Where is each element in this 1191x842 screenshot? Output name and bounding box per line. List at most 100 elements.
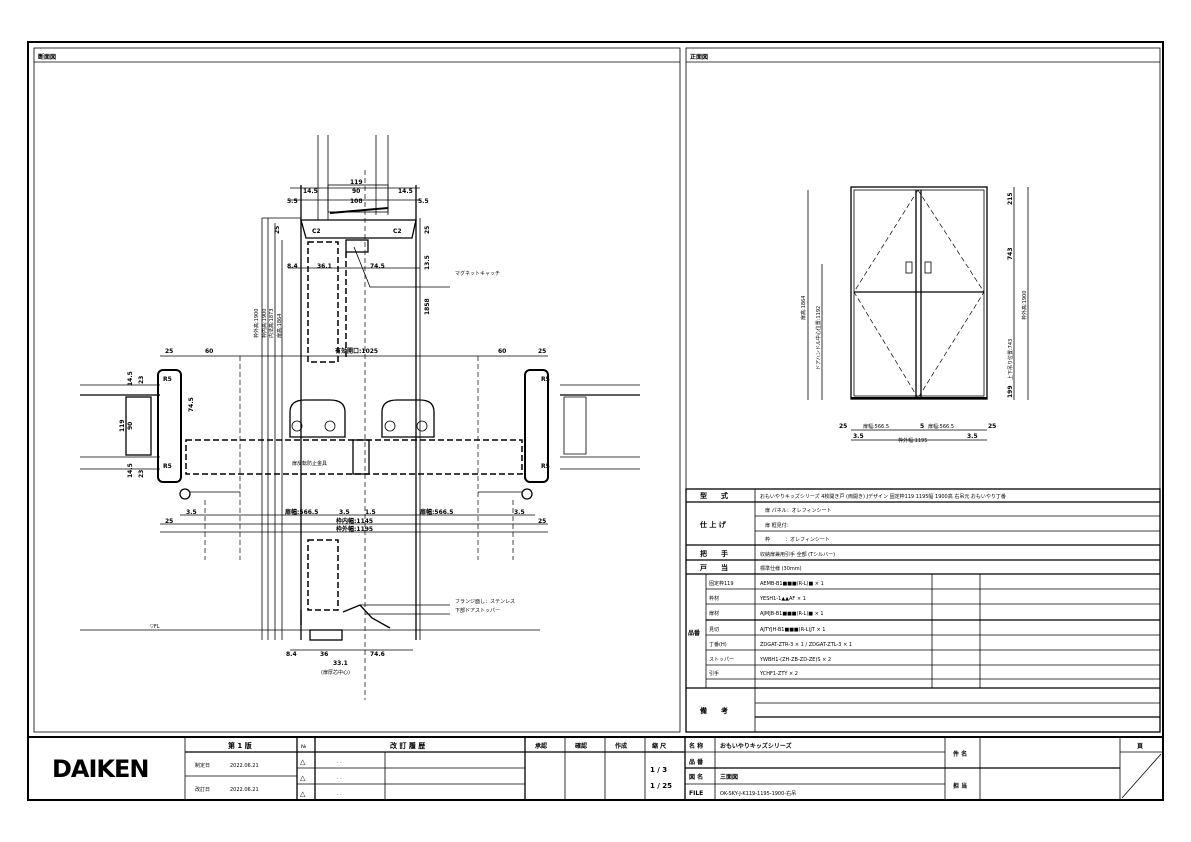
dim-label: 1.5 bbox=[365, 509, 376, 516]
dim-label: 14.5 bbox=[303, 188, 318, 195]
dim-label: 25 bbox=[839, 423, 847, 430]
dim-label: 74.6 bbox=[370, 651, 385, 658]
revision-mark-icon: △ bbox=[300, 774, 306, 782]
dim-label: 14.5 bbox=[127, 371, 134, 386]
handle-right-icon bbox=[924, 261, 932, 274]
page-label: 頁 bbox=[1137, 742, 1143, 750]
dim-label: 14.5 bbox=[398, 188, 413, 195]
revised-label: 改訂日 bbox=[195, 786, 210, 793]
section-panel bbox=[33, 47, 681, 733]
make-label: 作成 bbox=[615, 742, 627, 750]
dim-label: 119 bbox=[350, 179, 363, 186]
scale-value: 1 / 3 bbox=[650, 766, 667, 774]
dim-label: 60 bbox=[205, 348, 213, 355]
part-code: AEMB-B1■■■(R-L)■ × 1 bbox=[760, 581, 824, 587]
part-name: 丁番(H) bbox=[709, 641, 727, 648]
dim-label: 23 bbox=[138, 470, 145, 478]
dim-label: 25 bbox=[988, 423, 996, 430]
part-name: 扉材 bbox=[709, 610, 719, 617]
drawing-name-label: 図 名 bbox=[689, 773, 703, 781]
dim-label: 5 bbox=[920, 423, 924, 430]
edition-label: 第 1 版 bbox=[228, 741, 252, 750]
created-date: 2022.06.21 bbox=[230, 763, 259, 769]
dim-label: R5 bbox=[541, 463, 550, 470]
dim-label: 5.5 bbox=[287, 198, 298, 205]
dim-label: 上下吊り位置:743 bbox=[1007, 339, 1014, 380]
dim-label: 3.5 bbox=[186, 509, 197, 516]
revision-mark-icon: △ bbox=[300, 790, 306, 798]
dim-label: 90 bbox=[352, 188, 360, 195]
part-name: 引手 bbox=[709, 670, 719, 677]
finish-row: 扉 框見付： bbox=[765, 522, 792, 529]
dim-label: C2 bbox=[393, 228, 402, 235]
dim-label: 3.5 bbox=[339, 509, 350, 516]
dim-label: 枠外高:1900 bbox=[253, 309, 260, 338]
approve-label: 承認 bbox=[535, 742, 547, 750]
section-panel-title: 断面図 bbox=[38, 53, 56, 61]
dim-label: 3.5 bbox=[853, 433, 864, 440]
dim-label: 枠内高:1900 bbox=[261, 309, 268, 338]
part-name: 枠材 bbox=[709, 595, 719, 602]
revision-date: . . bbox=[337, 791, 342, 797]
part-code: ZDGAT-ZTR-3 × 1 / ZDGAT-ZTL-3 × 1 bbox=[760, 642, 852, 648]
floor-level-label: ▽FL bbox=[150, 624, 160, 630]
dim-label: 3.5 bbox=[967, 433, 978, 440]
dim-label: 枠内幅:1145 bbox=[336, 517, 373, 525]
dim-label: 25 bbox=[165, 518, 173, 525]
section-drawing: 119 14.5 90 14.5 5.5 108 5.5 C2 C2 8.4 3… bbox=[80, 135, 640, 700]
handle-right bbox=[381, 399, 435, 438]
dim-label: 215 bbox=[1007, 192, 1014, 205]
file-label: FILE bbox=[689, 790, 703, 797]
dim-label: R5 bbox=[163, 463, 172, 470]
dim-label: 108 bbox=[350, 198, 363, 205]
dim-label: 扉高:1864 bbox=[800, 296, 807, 320]
front-elevation-drawing: 扉高:1864 ドアハンドル中心位置:1192 215 743 枠外高:1900… bbox=[800, 186, 1029, 444]
dim-label: 8.4 bbox=[286, 651, 297, 658]
dim-label: 扉高:1864 bbox=[276, 314, 283, 338]
dim-label: 74.5 bbox=[370, 263, 385, 270]
dim-label: 枠外高:1900 bbox=[1021, 291, 1028, 320]
stopper-label: 下部ドアストッパー bbox=[455, 607, 500, 614]
finish-row: 扉 パネル：オレフィンシート bbox=[765, 507, 832, 514]
dim-label: 90 bbox=[127, 422, 134, 430]
part-name: 固定枠119 bbox=[709, 580, 734, 587]
part-name: ストッパー bbox=[709, 657, 734, 663]
staff-label: 担 当 bbox=[953, 782, 967, 790]
dim-label: 13.5 bbox=[424, 255, 431, 270]
history-label: 改 訂 履 歴 bbox=[390, 741, 425, 750]
dim-label: 内法高:1873 bbox=[268, 309, 275, 338]
subject-label: 件 名 bbox=[953, 750, 967, 758]
stop-label: 戸 当 bbox=[700, 563, 728, 572]
spec-table: 型 式 おもいやりキッズシリーズ 4枚開き戸 (両開き) Jデザイン 固定枠11… bbox=[685, 488, 1161, 733]
file-value: OK-SKY-J-K119-1195-1900-右吊 bbox=[720, 790, 796, 797]
dim-label: 25 bbox=[538, 518, 546, 525]
title-block: DAIKEN 第 1 版 制定日 2022.06.21 改訂日 2022.06.… bbox=[27, 736, 1164, 801]
handle-label: 把 手 bbox=[700, 549, 728, 558]
dim-label: 199 bbox=[1007, 385, 1014, 398]
scale-value: 1 / 25 bbox=[650, 782, 672, 790]
model-value: おもいやりキッズシリーズ 4枚開き戸 (両開き) Jデザイン 固定枠119 11… bbox=[760, 493, 1006, 500]
dim-label: 扉幅:566.5 bbox=[284, 508, 318, 516]
part-name: 見切 bbox=[709, 626, 719, 633]
annotation-label: 扉反転防止金具 bbox=[292, 460, 327, 467]
daiken-logo: DAIKEN bbox=[52, 755, 149, 783]
sheet-border bbox=[27, 41, 1164, 801]
drawing-name-value: 三面図 bbox=[720, 773, 738, 781]
dim-label: 扉幅:566.5 bbox=[419, 508, 453, 516]
check-label: 確認 bbox=[575, 742, 587, 750]
dim-label: 25 bbox=[274, 226, 281, 234]
dim-label: 36.1 bbox=[317, 263, 332, 270]
part-code: YCHF1-ZTY × 2 bbox=[759, 671, 798, 677]
part-code: AJMJB-B1■■■(R-L)■ × 1 bbox=[760, 611, 824, 617]
dim-label: 枠外幅:1195 bbox=[898, 437, 927, 444]
dim-label: 扉幅:566.5 bbox=[863, 423, 889, 430]
revision-mark-icon: △ bbox=[300, 758, 306, 766]
dim-label: 33.1 bbox=[333, 660, 348, 667]
part-code: YWBH1-(ZH-ZB-ZD-ZE)S × 2 bbox=[759, 657, 831, 663]
scale-label: 縮 尺 bbox=[652, 742, 666, 750]
dim-label: 8.4 bbox=[287, 263, 298, 270]
revision-date: . . bbox=[337, 775, 342, 781]
handle-left bbox=[289, 399, 346, 438]
dim-label: 25 bbox=[165, 348, 173, 355]
